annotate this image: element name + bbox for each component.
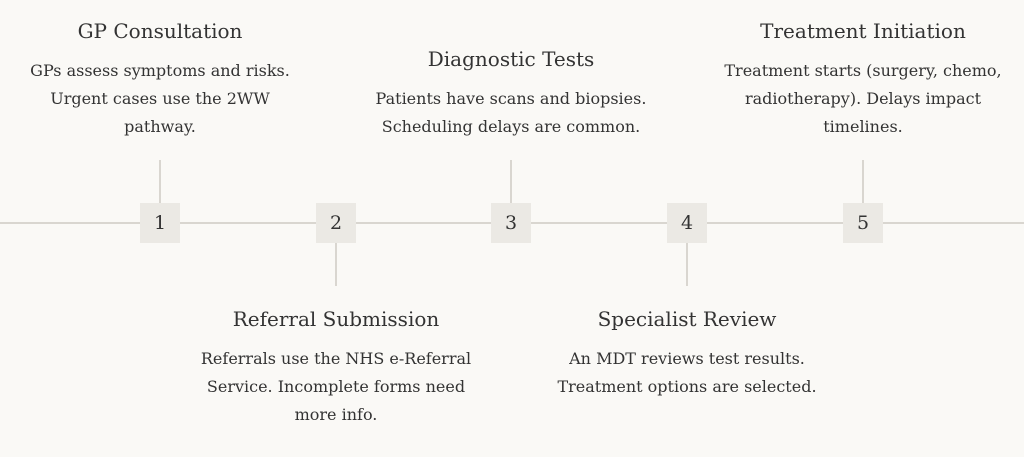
step-description: Treatment starts (surgery, chemo, radiot… bbox=[724, 61, 1002, 136]
step-card-1: GP Consultation GPs assess symptoms and … bbox=[10, 19, 310, 141]
step-connector-1 bbox=[159, 160, 161, 222]
step-title: Referral Submission bbox=[232, 307, 440, 331]
step-number: 5 bbox=[856, 212, 870, 234]
step-number: 1 bbox=[153, 212, 167, 234]
step-connector-3 bbox=[510, 160, 512, 222]
step-card-3: Diagnostic Tests Patients have scans and… bbox=[361, 47, 661, 141]
step-description: Patients have scans and biopsies. Schedu… bbox=[375, 89, 647, 136]
step-connector-2 bbox=[335, 224, 337, 286]
step-marker-5: 5 bbox=[843, 203, 883, 243]
step-description: An MDT reviews test results. Treatment o… bbox=[557, 349, 817, 396]
step-title: Specialist Review bbox=[597, 307, 777, 331]
step-marker-1: 1 bbox=[140, 203, 180, 243]
step-card-2: Referral Submission Referrals use the NH… bbox=[186, 307, 486, 429]
step-description: Referrals use the NHS e-Referral Service… bbox=[200, 349, 472, 424]
step-title: GP Consultation bbox=[77, 19, 243, 43]
step-card-5: Treatment Initiation Treatment starts (s… bbox=[713, 19, 1013, 141]
step-marker-3: 3 bbox=[491, 203, 531, 243]
step-marker-4: 4 bbox=[667, 203, 707, 243]
step-title: Diagnostic Tests bbox=[427, 47, 595, 71]
step-number: 2 bbox=[329, 212, 343, 234]
step-number: 4 bbox=[680, 212, 694, 234]
step-connector-4 bbox=[686, 224, 688, 286]
step-number: 3 bbox=[504, 212, 518, 234]
step-connector-5 bbox=[862, 160, 864, 222]
step-title: Treatment Initiation bbox=[760, 19, 966, 43]
step-marker-2: 2 bbox=[316, 203, 356, 243]
step-card-4: Specialist Review An MDT reviews test re… bbox=[537, 307, 837, 401]
step-description: GPs assess symptoms and risks. Urgent ca… bbox=[30, 61, 290, 136]
